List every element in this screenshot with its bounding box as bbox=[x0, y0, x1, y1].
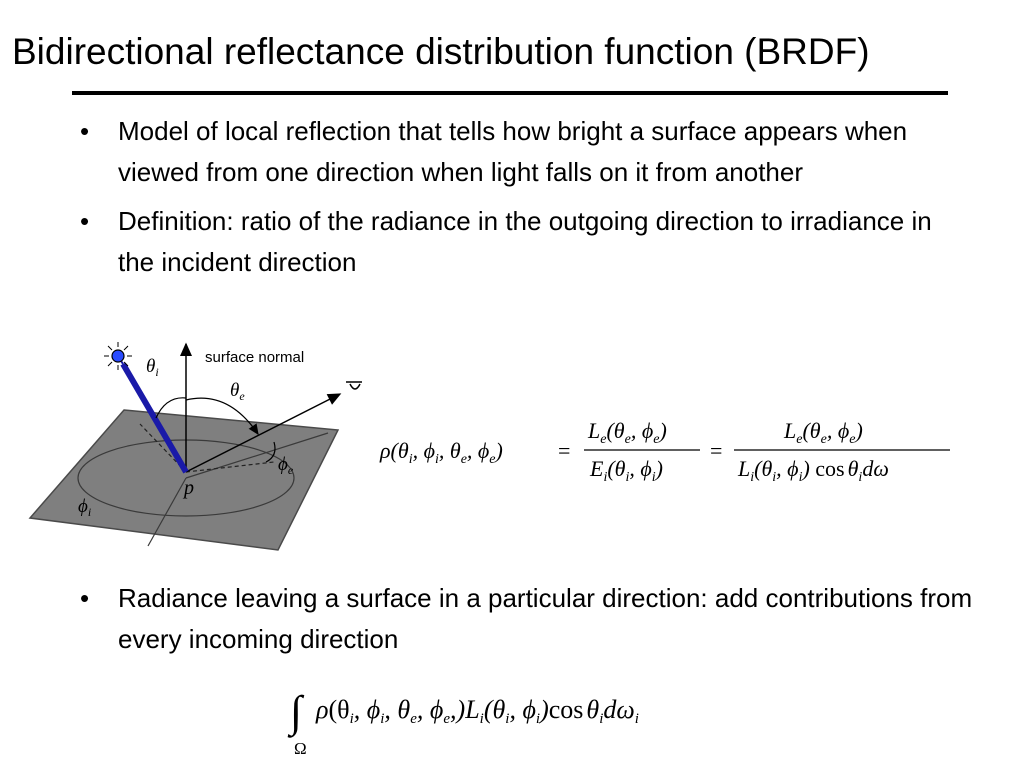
bullet-text-radiance: Radiance leaving a surface in a particul… bbox=[118, 583, 973, 654]
svg-text:Ei(θi, ϕi): Ei(θi, ϕi) bbox=[589, 456, 663, 485]
brdf-definition-equation: ρ(θi, ϕi, θe, ϕe) = Le(θe, ϕe) Ei(θi, ϕi… bbox=[379, 418, 950, 485]
point-p-label: p bbox=[182, 477, 194, 499]
theta-e-label: θe bbox=[230, 380, 245, 403]
slide-title: Bidirectional reflectance distribution f… bbox=[12, 31, 870, 72]
bullet-item: • Model of local reflection that tells h… bbox=[80, 111, 940, 193]
surface-plane bbox=[28, 409, 340, 551]
svg-text:ρ(θi, ϕi, θe, ϕe): ρ(θi, ϕi, θe, ϕe) bbox=[379, 438, 503, 467]
bullet-list-top: • Model of local reflection that tells h… bbox=[80, 111, 940, 291]
bullet-text-model: Model of local reflection that tells how… bbox=[118, 116, 908, 187]
bullet-marker: • bbox=[80, 206, 90, 236]
integral-sign: ∫ bbox=[287, 687, 305, 738]
bullet-item: • Radiance leaving a surface in a partic… bbox=[80, 578, 980, 660]
svg-text:Le(θe, ϕe): Le(θe, ϕe) bbox=[587, 418, 667, 447]
theta-i-label: θi bbox=[146, 356, 159, 379]
phi-i-label: ϕi bbox=[78, 496, 91, 519]
bullet-text-definition: Definition: ratio of the radiance in the… bbox=[118, 206, 932, 277]
equals-sign: = bbox=[558, 438, 570, 463]
surface-normal-label: surface normal bbox=[205, 349, 304, 366]
eye-icon bbox=[346, 381, 362, 390]
svg-text:Le(θe, ϕe): Le(θe, ϕe) bbox=[783, 418, 863, 447]
outgoing-direction-arrow bbox=[185, 393, 342, 473]
bullet-list-bottom: • Radiance leaving a surface in a partic… bbox=[80, 578, 980, 660]
incident-light-ray bbox=[120, 362, 189, 474]
bullet-marker: • bbox=[80, 583, 90, 613]
brdf-figure: surface normal θi θe ϕe ϕi p bbox=[28, 342, 362, 551]
light-source-icon bbox=[104, 342, 132, 370]
theta-e-arc bbox=[185, 397, 259, 435]
phi-e-arc bbox=[265, 441, 276, 463]
title-rule bbox=[72, 91, 948, 95]
equals-sign-2: = bbox=[710, 438, 722, 463]
bullet-item: • Definition: ratio of the radiance in t… bbox=[80, 201, 940, 283]
integral-domain: Ω bbox=[294, 739, 307, 758]
bullet-marker: • bbox=[80, 116, 90, 146]
phi-e-label: ϕe bbox=[278, 454, 294, 477]
